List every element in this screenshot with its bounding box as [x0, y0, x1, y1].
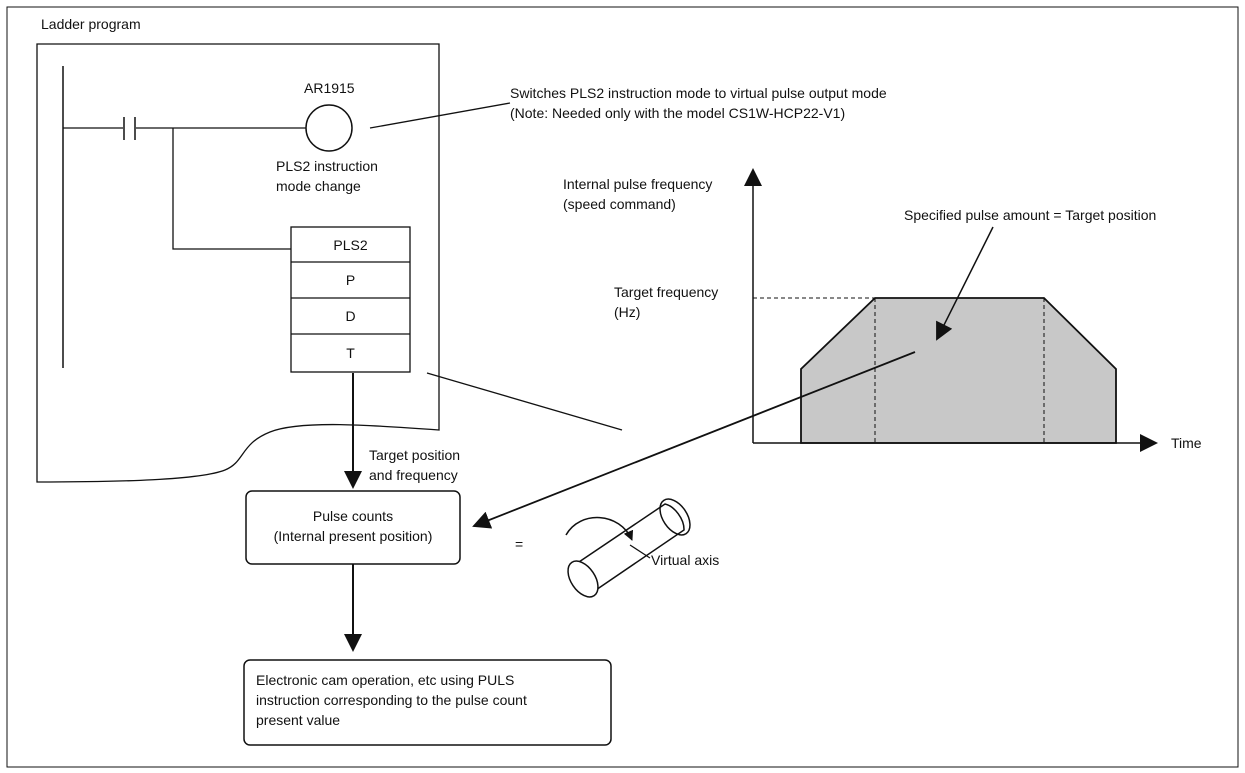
area-to-pulse-arrow	[472, 351, 916, 529]
target-note-line1: Target position	[369, 447, 461, 463]
virtual-axis-cylinder	[565, 498, 691, 598]
ladder-program-frame	[36, 43, 440, 483]
virtual-axis-label: Virtual axis	[651, 552, 720, 568]
coil-note-leader	[369, 102, 511, 129]
zoom-leader	[426, 372, 623, 431]
pulse-box-line1: Pulse counts	[312, 508, 394, 524]
branch-wire	[172, 128, 291, 250]
instruction-cell-t: T	[346, 345, 355, 361]
instruction-cell-pls2: PLS2	[333, 236, 368, 253]
instruction-cell-d: D	[345, 308, 356, 324]
coil-address: AR1915	[304, 80, 355, 96]
switch-note-line1: Switches PLS2 instruction mode to virtua…	[510, 85, 887, 101]
coil-caption-line2: mode change	[276, 178, 361, 194]
ladder-program-title: Ladder program	[41, 16, 141, 32]
equals-sign: =	[515, 536, 524, 552]
pulse-box-line2: (Internal present position)	[273, 528, 433, 544]
switch-note-line2: (Note: Needed only with the model CS1W-H…	[510, 105, 846, 121]
coil-caption-line1: PLS2 instruction	[276, 158, 378, 174]
target-frequency-line1: Target frequency	[614, 284, 719, 300]
area-note-arrow	[936, 226, 994, 341]
x-axis-label: Time	[1171, 435, 1202, 451]
outer-frame	[6, 6, 1239, 768]
y-axis-label-line1: Internal pulse frequency	[563, 176, 713, 192]
cam-box-line1: Electronic cam operation, etc using PULS	[256, 672, 515, 688]
cam-box-line2: instruction corresponding to the pulse c…	[256, 692, 527, 708]
velocity-profile-area	[800, 297, 1117, 444]
area-note: Specified pulse amount = Target position	[904, 207, 1157, 223]
target-frequency-line2: (Hz)	[614, 304, 641, 320]
cam-box-line3: present value	[256, 712, 341, 728]
cam-operation-box	[243, 659, 612, 746]
instruction-cell-p: P	[345, 272, 356, 288]
output-coil	[305, 104, 353, 152]
y-axis-label-line2: (speed command)	[563, 196, 676, 212]
target-note-line2: and frequency	[369, 467, 458, 483]
pulse-count-box	[245, 490, 461, 565]
pls2-block	[290, 226, 411, 373]
